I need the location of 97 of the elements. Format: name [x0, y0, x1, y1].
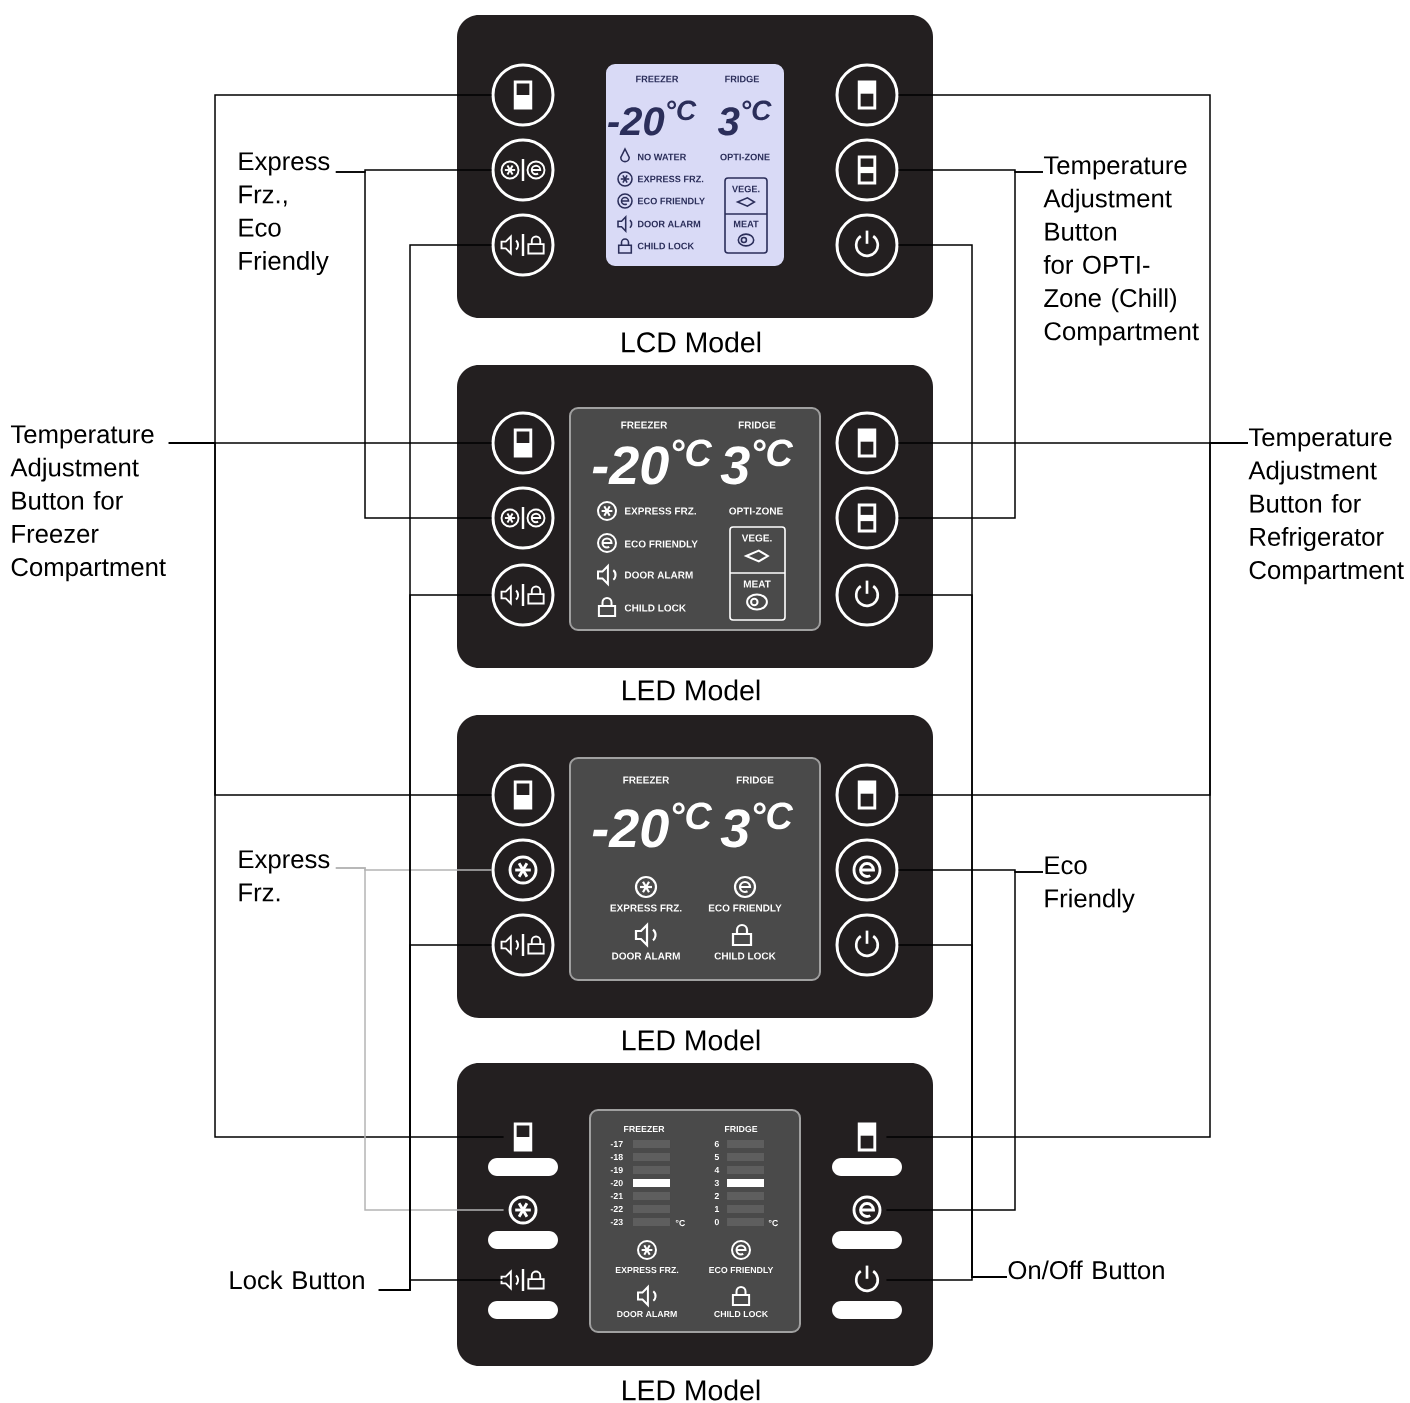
display-text: CHILD LOCK	[624, 604, 686, 612]
leader-line	[885, 442, 1249, 1138]
leader-line	[335, 171, 493, 519]
display-text: FREEZER	[621, 421, 668, 429]
display-text: -17	[610, 1141, 623, 1148]
display-text: DOOR ALARM	[612, 952, 680, 960]
leader-line	[378, 1279, 505, 1291]
display-text: FRIDGE	[736, 776, 774, 784]
display-text: 2	[714, 1192, 719, 1200]
temperature-readout: 3$^{°C}$	[720, 439, 794, 485]
display-text: VEGE.	[741, 534, 772, 542]
display-text: EXPRESS FRZ.	[615, 1266, 679, 1274]
display-text: MEAT	[743, 580, 771, 588]
callout-label: Eco Friendly	[1045, 856, 1135, 913]
display-text: DOOR ALARM	[625, 571, 693, 579]
display-text: EXPRESS FRZ.	[610, 904, 682, 912]
display-text: FRIDGE	[738, 421, 776, 429]
button	[491, 486, 555, 550]
display-text: OPTI-ZONE	[720, 153, 770, 161]
button	[835, 763, 899, 827]
display-text: -19	[610, 1166, 623, 1174]
display-text: MEAT	[733, 220, 759, 228]
display-text: -23	[610, 1218, 623, 1226]
display-text: -22	[610, 1205, 623, 1213]
display-text: -21	[610, 1192, 623, 1200]
callout-label: Lock Button	[230, 1270, 364, 1290]
display-text: -18	[610, 1153, 623, 1161]
temperature-readout: -20$^{°C}$	[592, 802, 713, 848]
leader-line	[885, 871, 1044, 1211]
display-text: EXPRESS FRZ.	[625, 507, 696, 515]
display-text: CHILD LOCK	[637, 242, 695, 250]
temperature-readout: 3$^{°C}$	[720, 802, 794, 848]
display-text: FRIDGE	[725, 75, 759, 83]
button	[835, 486, 899, 550]
display-text: 3	[714, 1179, 719, 1187]
temperature-readout: 3$^{°C}$	[718, 100, 772, 136]
leader-line	[885, 1276, 1008, 1281]
button	[491, 563, 555, 627]
display-text: OPTI-ZONE	[729, 507, 783, 515]
display-text: 1	[714, 1206, 720, 1213]
display-text: NO WATER	[638, 153, 687, 161]
button	[491, 213, 555, 277]
display-text: FREEZER	[636, 75, 679, 83]
display-text: °C	[675, 1219, 686, 1227]
model-label: LED Model	[623, 679, 760, 701]
callout-label: Express Frz., Eco Friendly	[239, 152, 330, 275]
display-text: DOOR ALARM	[638, 220, 701, 228]
display-text: FREEZER	[624, 1126, 665, 1133]
leader-line	[168, 442, 505, 1138]
button	[832, 1122, 902, 1176]
model-label: LCD Model	[622, 331, 761, 353]
button	[491, 838, 555, 902]
button	[835, 838, 899, 902]
button	[491, 63, 555, 127]
button	[835, 63, 899, 127]
temperature-readout: -20$^{°C}$	[592, 439, 713, 485]
model-label: LED Model	[623, 1379, 760, 1401]
display-text: -20	[610, 1179, 623, 1187]
button	[832, 1195, 902, 1249]
button	[491, 913, 555, 977]
display-text: CHILD LOCK	[714, 952, 776, 960]
leader-line	[897, 171, 1044, 519]
display-text: FRIDGE	[725, 1125, 758, 1133]
button	[488, 1269, 558, 1319]
display-text: FREEZER	[623, 776, 670, 784]
display-text: 6	[714, 1140, 719, 1148]
button	[832, 1265, 902, 1319]
callout-label: Temperature Adjustment Button for OPTI-Zone (Chill) Compartment	[1043, 156, 1199, 346]
button	[835, 213, 899, 277]
display-text: EXPRESS FRZ.	[638, 175, 704, 183]
temperature-readout: -20$^{°C}$	[608, 100, 697, 136]
display-text: 4	[714, 1167, 720, 1174]
button	[488, 1122, 558, 1176]
button	[491, 411, 555, 475]
display-text: DOOR ALARM	[617, 1310, 677, 1318]
display-text: VEGE.	[732, 185, 760, 193]
display-text: 5	[714, 1153, 720, 1161]
leader-line	[335, 867, 505, 1211]
display-text: CHILD LOCK	[714, 1310, 769, 1318]
display-text: ECO FRIENDLY	[638, 197, 705, 205]
button	[835, 913, 899, 977]
callout-label: Temperature Adjustment Button for Refrigerator Compartment	[1248, 428, 1404, 585]
button	[488, 1195, 558, 1249]
callout-label: Temperature Adjustment Button for Freezer Compartment	[10, 425, 166, 582]
display-text: °C	[768, 1219, 779, 1227]
display-text: 0	[714, 1218, 719, 1226]
display-text: ECO FRIENDLY	[709, 1266, 774, 1274]
model-label: LED Model	[623, 1029, 760, 1051]
callout-label: On/Off Button	[1008, 1260, 1164, 1280]
callout-label: Express Frz.	[239, 850, 330, 902]
display-text: ECO FRIENDLY	[625, 540, 698, 548]
display-text: ECO FRIENDLY	[708, 904, 782, 912]
button	[491, 763, 555, 827]
button	[835, 138, 899, 202]
button	[491, 138, 555, 202]
button	[835, 563, 899, 627]
button	[835, 411, 899, 475]
